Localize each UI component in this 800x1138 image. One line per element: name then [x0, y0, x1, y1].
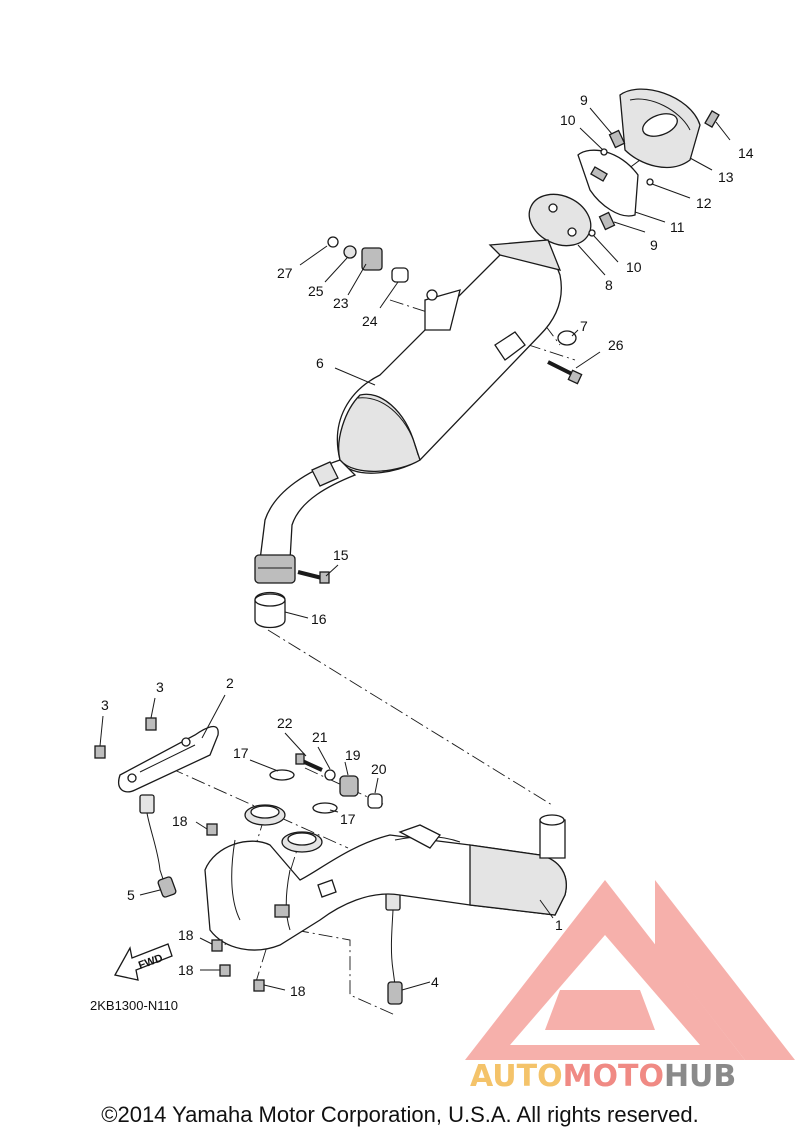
mount-parts: [295, 753, 383, 809]
callout-22: 22: [277, 715, 293, 731]
leader-lines: [99, 107, 731, 991]
callout-13: 13: [718, 169, 734, 185]
callout-18c: 18: [178, 962, 194, 978]
callout-11: 11: [670, 219, 685, 235]
callout-26: 26: [608, 337, 624, 353]
bolts-3: [94, 717, 157, 759]
callout-10a: 10: [560, 112, 576, 128]
watermark-auto: AUTO: [470, 1059, 563, 1094]
callout-3a: 3: [156, 679, 164, 695]
watermark-logo: AUTOMOTOHUB: [465, 880, 795, 1094]
callout-9b: 9: [650, 237, 658, 253]
callout-numbers: 9 10 14 13 12 11 9 10 8 27 25 23 24 7 26…: [101, 92, 754, 999]
grommet-stack: [327, 236, 409, 283]
part-7: [557, 330, 577, 346]
gasket-16: [254, 591, 286, 629]
callout-18b: 18: [178, 927, 194, 943]
diagram-code: 2KB1300-N110: [90, 998, 178, 1013]
bolt-26: [547, 360, 583, 385]
callout-24: 24: [362, 313, 378, 329]
callout-8: 8: [605, 277, 613, 293]
callout-5: 5: [127, 887, 135, 903]
end-cap-plate: [528, 193, 592, 247]
callout-17b: 17: [340, 811, 356, 827]
small-bolts-top: [588, 110, 720, 237]
callout-14: 14: [738, 145, 754, 161]
end-cap-bracket: [577, 149, 639, 217]
muffler: [254, 239, 562, 584]
svg-text:AUTOMOTOHUB: AUTOMOTOHUB: [470, 1059, 736, 1094]
bolt-15: [297, 570, 330, 584]
exhaust-pipe: [204, 804, 567, 951]
watermark-hub: HUB: [664, 1059, 736, 1094]
callout-9a: 9: [580, 92, 588, 108]
callout-3b: 3: [101, 697, 109, 713]
callout-17a: 17: [233, 745, 249, 761]
callout-21: 21: [312, 729, 328, 745]
callout-10b: 10: [626, 259, 642, 275]
heat-protector: [118, 725, 219, 793]
callout-1: 1: [555, 917, 563, 933]
callout-16: 16: [311, 611, 327, 627]
o2-sensor-4: [385, 891, 403, 1005]
callout-6: 6: [316, 355, 324, 371]
callout-12: 12: [696, 195, 712, 211]
callout-23: 23: [333, 295, 349, 311]
watermark-moto: MOTO: [563, 1059, 664, 1094]
callout-19: 19: [345, 747, 361, 763]
callout-18d: 18: [290, 983, 306, 999]
callout-7: 7: [580, 318, 588, 334]
callout-25: 25: [308, 283, 324, 299]
end-cap-cover: [619, 88, 701, 169]
callout-2: 2: [226, 675, 234, 691]
copyright-notice: ©2014 Yamaha Motor Corporation, U.S.A. A…: [101, 1102, 699, 1127]
callout-15: 15: [333, 547, 349, 563]
o2-sensor-5: [139, 794, 177, 898]
callout-18a: 18: [172, 813, 188, 829]
fwd-arrow: FWD: [114, 943, 173, 981]
callout-27: 27: [277, 265, 293, 281]
callout-4: 4: [431, 974, 439, 990]
callout-20: 20: [371, 761, 387, 777]
nuts-18: [206, 823, 265, 992]
